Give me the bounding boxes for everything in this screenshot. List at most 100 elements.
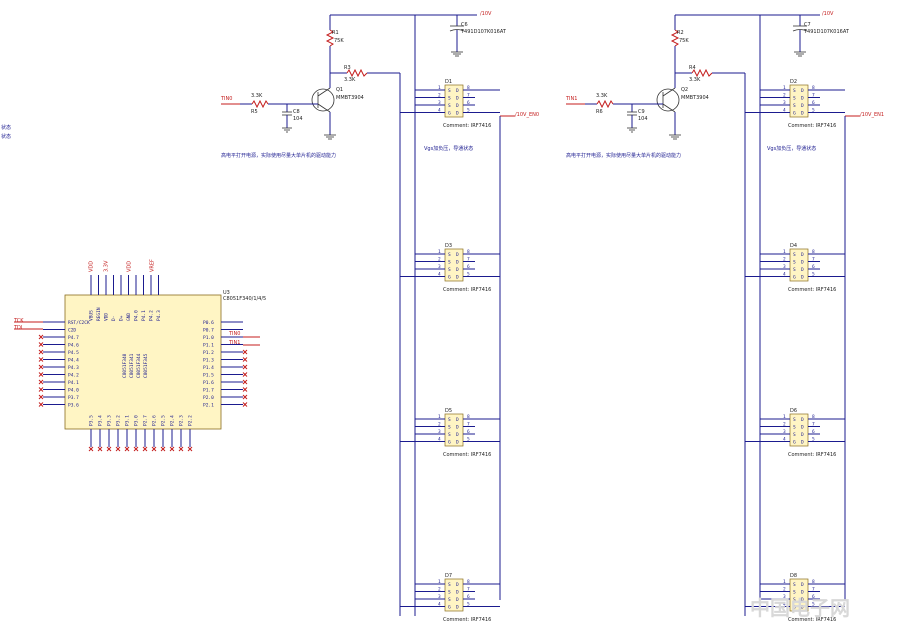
mosfet-pin-name: S — [793, 103, 796, 109]
mcu-pin-bottom: P3.3 — [107, 415, 113, 426]
mosfet-pin-num: 5 — [812, 272, 815, 278]
mcu-pin-left: P4.5 — [68, 350, 79, 356]
mosfet-pin-num: 7 — [812, 93, 815, 99]
mosfet-pin-num: 8 — [812, 249, 815, 255]
mosfet-pin-num: 3 — [438, 264, 441, 270]
mosfet-pin-num: 1 — [438, 85, 441, 91]
mcu-center-text: C8051F341 — [129, 353, 135, 378]
mosfet-pin-name: D — [456, 88, 459, 94]
mosfet-pin-num: 5 — [812, 108, 815, 114]
r4-value: 3.3K — [689, 77, 701, 83]
mosfet-pin-num: 2 — [783, 93, 786, 99]
mosfet-pin-name: S — [448, 417, 451, 423]
mosfet-pin-name: G — [448, 440, 451, 446]
mcu-power-net: 3.3V — [104, 260, 110, 272]
mosfet-pin-num: 6 — [812, 264, 815, 270]
mosfet-pin-num: 7 — [812, 257, 815, 263]
mosfet-pin-name: D — [456, 440, 459, 446]
c9-ref: C9 — [638, 109, 645, 115]
mosfet-pin-name: D — [801, 267, 804, 273]
mcu-pin-right: P0.6 — [203, 320, 214, 326]
mosfet-pin-name: D — [801, 417, 804, 423]
mosfet-pin-name: S — [448, 252, 451, 258]
mosfet-pin-num: 6 — [467, 264, 470, 270]
mosfet-ref: D8 — [790, 573, 797, 579]
r5-ref: R5 — [251, 109, 258, 115]
mosfet-pin-name: D — [456, 425, 459, 431]
mosfet-pin-num: 2 — [438, 587, 441, 593]
mosfet-pin-num: 4 — [438, 108, 441, 114]
mosfet-body — [789, 578, 809, 612]
mosfet-pin-name: D — [801, 590, 804, 596]
mosfet-pin-num: 2 — [438, 93, 441, 99]
r3-ref: R3 — [344, 65, 351, 71]
mcu-pin-bottom: P3.0 — [134, 415, 140, 426]
mosfet-pin-num: 8 — [467, 414, 470, 420]
mosfet-pin-num: 1 — [438, 414, 441, 420]
mosfet-pin-name: S — [793, 96, 796, 102]
mosfet-pin-name: D — [801, 432, 804, 438]
mosfet-pin-num: 1 — [438, 579, 441, 585]
mcu-center-text: C8051F344 — [136, 353, 142, 378]
mcu-pin-bottom: P2.3 — [179, 415, 185, 426]
mosfet-body — [444, 248, 464, 282]
r6-value: 3.3K — [596, 93, 608, 99]
mosfet-pin-name: D — [456, 267, 459, 273]
r2-ref: R2 — [677, 30, 684, 36]
mcu-part: C8051F340/1/4/5 — [223, 296, 266, 302]
mosfet-pin-name: D — [456, 597, 459, 603]
mosfet-ref: D3 — [445, 243, 452, 249]
supply-label-0: /10V — [480, 11, 492, 17]
mosfet-ref: D7 — [445, 573, 452, 579]
mcu-pin-bottom: P3.2 — [116, 415, 122, 426]
mosfet-pin-name: D — [456, 275, 459, 281]
r4-ref: R4 — [689, 65, 696, 71]
supply-label-1: /10V — [822, 11, 834, 17]
mosfet-pin-num: 2 — [438, 422, 441, 428]
mcu-pin-left: P4.7 — [68, 335, 79, 341]
tck-label: TCK — [13, 318, 24, 324]
mosfet-pin-num: 5 — [467, 108, 470, 114]
mosfet-body — [444, 84, 464, 118]
mosfet-pin-name: D — [801, 582, 804, 588]
mosfet-ref: D1 — [445, 79, 452, 85]
mcu-pin-bottom: P2.7 — [143, 415, 149, 426]
mcu-pin-left: P3.6 — [68, 403, 79, 409]
mcu-pin-right: P1.3 — [203, 358, 214, 364]
mcu-pin-top: VBUS — [89, 310, 95, 321]
mosfet-pin-name: D — [456, 103, 459, 109]
mosfet-pin-name: D — [456, 111, 459, 117]
mosfet-pin-name: D — [456, 582, 459, 588]
mcu-center-text: C8051F340 — [122, 353, 128, 378]
mosfet-pin-num: 8 — [812, 85, 815, 91]
mosfet-pin-name: S — [793, 597, 796, 603]
mcu-pin-left: P4.2 — [68, 373, 79, 379]
mosfet-pin-num: 3 — [783, 264, 786, 270]
mosfet-pin-num: 5 — [467, 437, 470, 443]
r6-ref: R6 — [596, 109, 603, 115]
mosfet-pin-name: S — [793, 260, 796, 266]
mcu-pin-bottom: P3.5 — [89, 415, 95, 426]
mosfet-pin-name: G — [448, 605, 451, 611]
mosfet-pin-num: 1 — [438, 249, 441, 255]
mosfet-pin-name: S — [448, 260, 451, 266]
mcu-pin-left: P4.0 — [68, 388, 79, 394]
mosfet-pin-name: D — [801, 103, 804, 109]
c6-value: T491D107K016AT — [460, 29, 507, 35]
mosfet-pin-num: 1 — [783, 249, 786, 255]
mosfet-pin-num: 6 — [467, 594, 470, 600]
mosfet-pin-num: 4 — [783, 437, 786, 443]
mosfet-pin-name: G — [448, 275, 451, 281]
mosfet-pin-num: 1 — [783, 414, 786, 420]
mosfet-pin-name: S — [448, 88, 451, 94]
mcu-pin-right: P1.2 — [203, 350, 214, 356]
mcu-pin-top: REGIN — [96, 307, 102, 321]
